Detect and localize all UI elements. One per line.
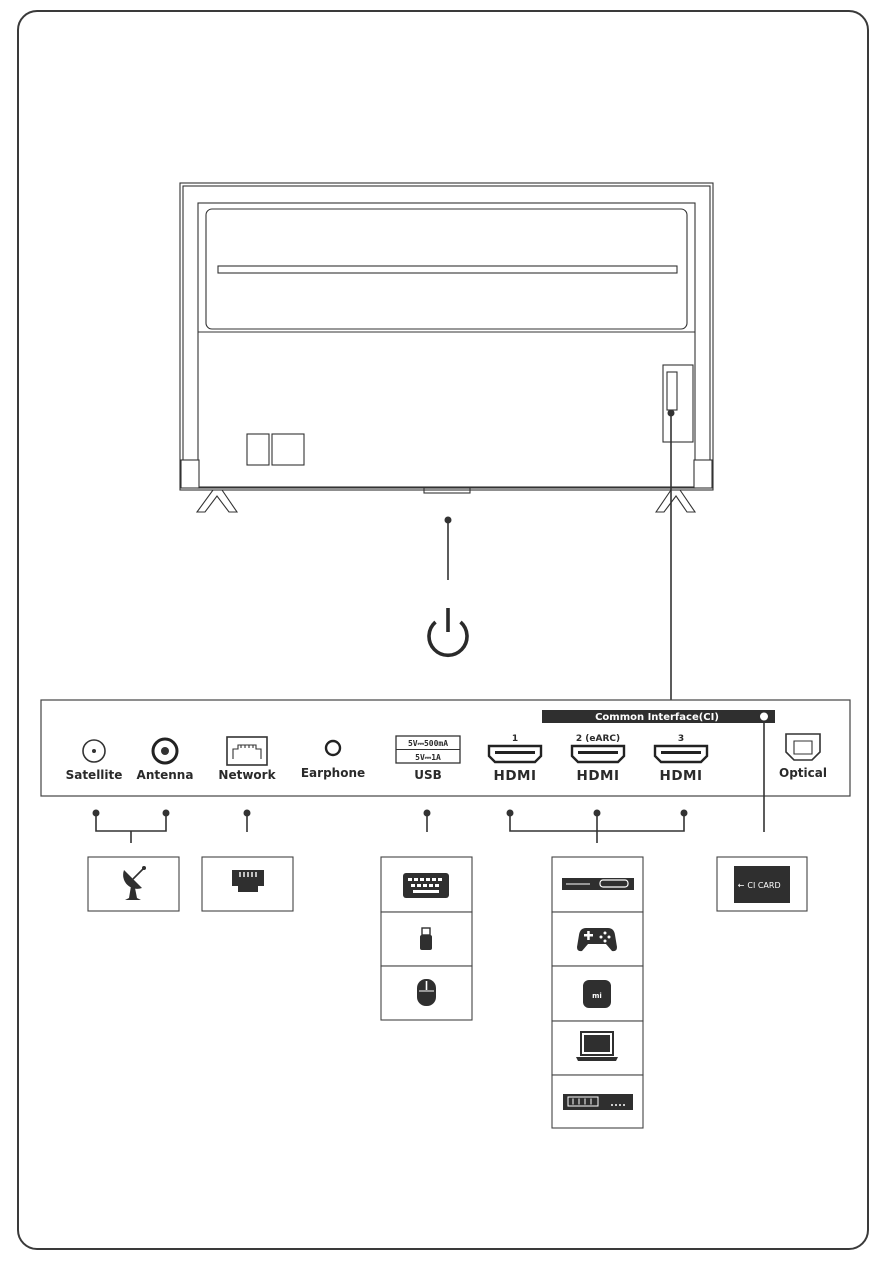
satellite-label: Satellite <box>66 768 123 782</box>
page-frame <box>17 10 869 1250</box>
usb-connector <box>423 809 431 832</box>
keyboard-icon <box>403 873 449 898</box>
laptop-icon <box>576 1031 618 1061</box>
network-label: Network <box>218 768 276 782</box>
hdmi-3-port <box>653 744 709 764</box>
network-device-box <box>201 856 294 912</box>
antenna-label: Antenna <box>137 768 194 782</box>
hdmi-1-logo: HDMI <box>494 768 537 784</box>
svg-text:mi: mi <box>592 992 602 1000</box>
antenna-port <box>151 737 179 765</box>
tv-back-illustration <box>179 182 714 513</box>
set-top-box-icon <box>562 878 634 890</box>
mi-box-icon: mi <box>583 980 611 1008</box>
svg-text:←: ← <box>738 881 745 890</box>
usb-rating-2: 5V⎓1A <box>415 753 441 762</box>
power-connector <box>444 516 452 580</box>
optical-label: Optical <box>779 766 827 780</box>
optical-port <box>785 733 821 761</box>
network-port <box>226 736 268 766</box>
earphone-port <box>324 739 342 757</box>
hdmi-2-port <box>570 744 626 764</box>
usb-label: USB <box>414 768 442 782</box>
ci-bar: Common Interface(CI) <box>542 710 775 723</box>
ethernet-icon <box>232 870 264 892</box>
hdmi-1-port <box>487 744 543 764</box>
receiver-icon <box>563 1094 633 1110</box>
earphone-label: Earphone <box>301 766 365 780</box>
hdmi-device-column: mi <box>551 856 644 1129</box>
ci-connector-line <box>667 409 675 710</box>
hdmi-1-number: 1 <box>512 734 518 744</box>
usb-stick-icon <box>420 927 432 950</box>
antenna-bracket <box>92 809 170 843</box>
ci-card-label: CI CARD <box>747 881 780 890</box>
ci-card-icon: CI CARD ← <box>734 866 790 903</box>
hdmi-2-logo: HDMI <box>577 768 620 784</box>
gamepad-icon <box>577 928 617 952</box>
ci-card-box: CI CARD ← <box>716 856 808 912</box>
hdmi-3-logo: HDMI <box>660 768 703 784</box>
network-connector <box>243 809 251 832</box>
hdmi-bracket <box>506 809 688 843</box>
satellite-dish-icon <box>123 866 146 900</box>
mouse-icon <box>417 979 436 1006</box>
satellite-device-box <box>87 856 180 912</box>
usb-rating-1: 5V⎓500mA <box>408 739 448 748</box>
ci-bar-label: Common Interface(CI) <box>595 712 719 723</box>
hdmi-3-number: 3 <box>678 734 684 744</box>
power-icon <box>427 608 469 658</box>
usb-device-column <box>380 856 473 1021</box>
usb-port: 5V⎓500mA 5V⎓1A <box>395 735 461 764</box>
hdmi-2-number: 2 (eARC) <box>576 734 620 744</box>
satellite-port <box>82 739 106 763</box>
